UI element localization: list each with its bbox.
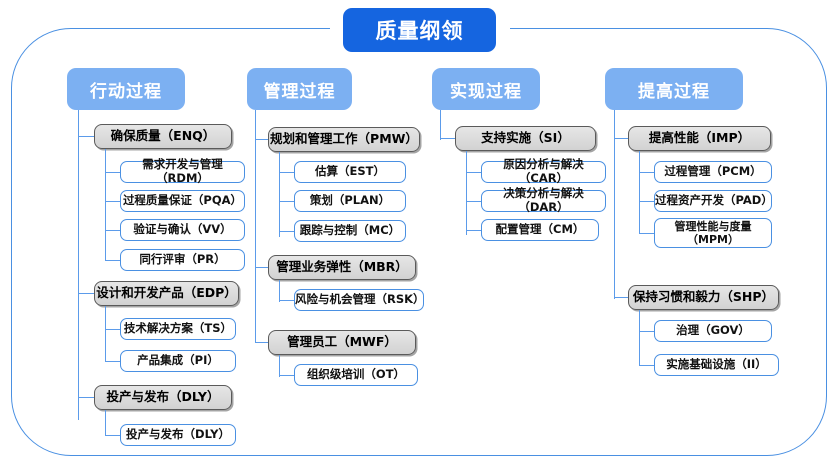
connector-h xyxy=(78,293,94,295)
column-header-realization-process[interactable]: 实现过程 xyxy=(432,68,540,110)
group-spine xyxy=(105,149,107,261)
connector-h xyxy=(279,300,294,302)
group-node-enq[interactable]: 确保质量（ENQ） xyxy=(94,124,232,149)
connector-h xyxy=(279,375,294,377)
leaf-node-vv[interactable]: 验证与确认（VV） xyxy=(120,219,245,241)
connector-h xyxy=(639,172,654,174)
group-node-mbr[interactable]: 管理业务弹性（MBR） xyxy=(268,255,416,280)
column-spine-3 xyxy=(440,110,442,140)
leaf-node-pr[interactable]: 同行评审（PR） xyxy=(120,249,245,271)
leaf-node-ii[interactable]: 实施基础设施（II） xyxy=(654,354,779,376)
connector-h xyxy=(255,267,268,269)
leaf-node-rdm[interactable]: 需求开发与管理（RDM） xyxy=(120,157,245,185)
column-spine-1 xyxy=(78,110,80,420)
leaf-node-pad[interactable]: 过程资产开发（PAD） xyxy=(654,190,773,212)
leaf-node-est[interactable]: 估算（EST） xyxy=(294,161,406,183)
connector-h xyxy=(466,172,481,174)
group-node-dly[interactable]: 投产与发布（DLY） xyxy=(94,385,232,410)
connector-h xyxy=(639,331,654,333)
group-node-edp[interactable]: 设计和开发产品（EDP） xyxy=(94,281,239,306)
connector-h xyxy=(639,201,654,203)
connector-h xyxy=(466,230,481,232)
column-header-improvement-process[interactable]: 提高过程 xyxy=(605,68,743,110)
group-node-mwf[interactable]: 管理员工（MWF） xyxy=(268,330,416,355)
connector-h xyxy=(466,201,481,203)
column-spine-2 xyxy=(255,110,257,343)
group-spine xyxy=(105,306,107,362)
group-spine xyxy=(279,280,281,302)
group-node-si[interactable]: 支持实施（SI） xyxy=(455,126,596,151)
leaf-node-cm[interactable]: 配置管理（CM） xyxy=(481,219,599,241)
leaf-node-dly[interactable]: 投产与发布（DLY） xyxy=(120,424,236,446)
connector-h xyxy=(279,231,294,233)
connector-h xyxy=(105,435,120,437)
connector-h xyxy=(105,329,120,331)
connector-h xyxy=(105,260,120,262)
connector-h xyxy=(279,172,294,174)
column-header-action-process[interactable]: 行动过程 xyxy=(67,68,185,110)
leaf-node-dar[interactable]: 决策分析与解决（DAR） xyxy=(481,186,606,214)
leaf-node-pi[interactable]: 产品集成（PI） xyxy=(120,350,236,372)
leaf-node-ts[interactable]: 技术解决方案（TS） xyxy=(120,318,236,340)
group-spine xyxy=(639,310,641,366)
leaf-node-car[interactable]: 原因分析与解决（CAR） xyxy=(481,157,606,185)
group-spine xyxy=(279,152,281,237)
connector-h xyxy=(105,230,120,232)
root-title: 质量纲领 xyxy=(343,8,496,52)
group-node-imp[interactable]: 提高性能（IMP） xyxy=(628,126,771,151)
connector-h xyxy=(78,397,94,399)
leaf-node-mpm[interactable]: 管理性能与度量 （MPM） xyxy=(654,218,772,248)
leaf-node-gov[interactable]: 治理（GOV） xyxy=(654,320,772,342)
column-spine-4 xyxy=(614,110,616,299)
connector-h xyxy=(105,201,120,203)
leaf-node-ot[interactable]: 组织级培训（OT） xyxy=(294,364,418,386)
leaf-node-pqa[interactable]: 过程质量保证（PQA） xyxy=(120,190,245,212)
leaf-node-mc[interactable]: 跟踪与控制（MC） xyxy=(294,220,406,242)
connector-h xyxy=(440,138,455,140)
column-header-management-process[interactable]: 管理过程 xyxy=(247,68,352,110)
group-spine xyxy=(105,410,107,436)
group-spine xyxy=(466,151,468,235)
leaf-node-rsk[interactable]: 风险与机会管理（RSK） xyxy=(294,289,425,311)
connector-h xyxy=(614,138,628,140)
leaf-node-plan[interactable]: 策划（PLAN） xyxy=(294,190,406,212)
connector-h xyxy=(105,172,120,174)
group-node-shp[interactable]: 保持习惯和毅力（SHP） xyxy=(628,285,779,310)
connector-h xyxy=(279,201,294,203)
connector-h xyxy=(614,297,628,299)
group-node-pmw[interactable]: 规划和管理工作（PMW） xyxy=(268,127,420,152)
leaf-node-pcm[interactable]: 过程管理（PCM） xyxy=(654,161,772,183)
connector-h xyxy=(255,342,268,344)
group-spine xyxy=(639,151,641,234)
connector-h xyxy=(105,361,120,363)
connector-h xyxy=(639,233,654,235)
connector-h xyxy=(255,139,268,141)
group-spine xyxy=(279,355,281,377)
connector-h xyxy=(639,365,654,367)
connector-h xyxy=(78,136,94,138)
